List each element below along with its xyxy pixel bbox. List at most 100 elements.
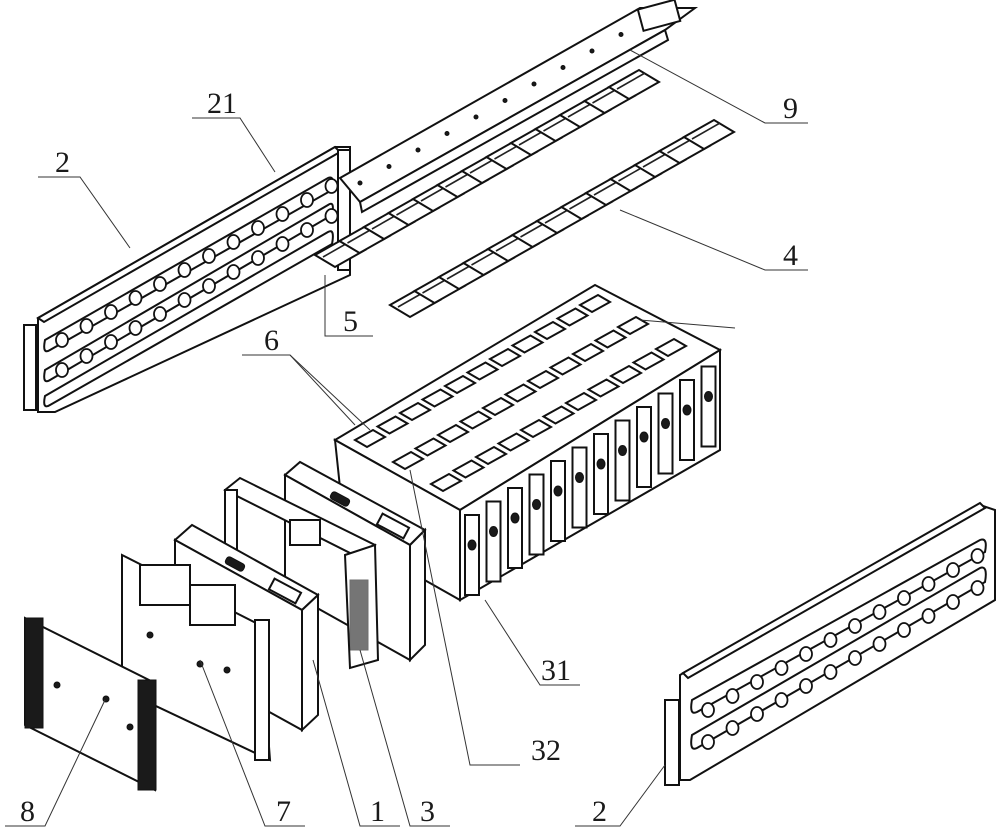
mounting-hole — [202, 278, 216, 294]
cell-top — [413, 437, 448, 457]
cell-top — [496, 432, 531, 452]
cell-top — [510, 334, 545, 354]
label-31: 31 — [541, 654, 571, 687]
mounting-hole — [177, 292, 192, 308]
frame-slat — [550, 460, 566, 542]
mounting-hole — [104, 304, 118, 320]
frame-slat — [571, 446, 588, 529]
cell-top — [615, 315, 651, 336]
mounting-hole — [55, 362, 69, 378]
slat-hole — [682, 404, 692, 416]
mounting-hole — [823, 664, 838, 680]
frame-slat — [657, 392, 674, 475]
cell-top — [631, 351, 666, 371]
board-screw — [502, 98, 508, 103]
label-32: 32 — [531, 734, 561, 767]
label-2-top: 2 — [55, 146, 70, 179]
label-9: 9 — [783, 92, 798, 125]
mounting-hole — [226, 264, 241, 280]
board-screw — [473, 114, 479, 120]
label-6: 6 — [264, 324, 279, 357]
mounting-hole — [823, 632, 838, 648]
mounting-hole — [799, 678, 813, 694]
cell-top — [577, 293, 613, 314]
slat-hole — [553, 485, 563, 497]
slat-hole — [467, 539, 477, 551]
frame-slat — [700, 365, 717, 448]
mounting-hole — [799, 646, 813, 662]
frame-slat — [636, 406, 652, 488]
cell-top — [420, 388, 455, 408]
mounting-hole — [701, 734, 715, 750]
mounting-hole — [750, 674, 764, 690]
slat-hole — [596, 458, 606, 470]
mounting-hole — [872, 604, 887, 620]
cell-top — [375, 415, 410, 435]
mounting-hole — [55, 332, 69, 348]
label-7: 7 — [276, 795, 291, 828]
mounting-hole — [970, 580, 985, 596]
slat-hole — [532, 499, 541, 510]
mounting-hole — [921, 608, 936, 624]
cell-top — [397, 401, 433, 422]
label-5: 5 — [343, 305, 358, 338]
cell-top — [465, 361, 500, 381]
cell-top — [518, 418, 554, 439]
label-21: 21 — [207, 87, 237, 120]
frame-slat — [593, 433, 609, 515]
cell-top — [458, 410, 493, 430]
slat-hole — [510, 512, 520, 524]
mounting-hole — [872, 636, 887, 652]
cell-top — [532, 320, 568, 341]
label-4: 4 — [783, 239, 798, 272]
mounting-hole — [275, 236, 290, 252]
cell-top — [390, 450, 426, 471]
top-board — [338, 0, 699, 214]
board-screw — [618, 32, 624, 37]
board-screw — [386, 164, 392, 169]
mounting-hole — [774, 692, 789, 708]
mounting-hole — [946, 594, 960, 610]
board-screw — [531, 81, 537, 87]
busbar-row-lower — [388, 118, 736, 319]
mounting-hole — [128, 320, 143, 336]
cell-top — [480, 396, 516, 417]
board-screw — [560, 65, 566, 70]
frame-slat — [485, 500, 502, 583]
frame-slat — [507, 487, 523, 569]
side-plate-left — [23, 145, 351, 413]
mounting-hole — [921, 576, 936, 592]
mounting-hole — [324, 178, 339, 194]
mounting-hole — [300, 192, 314, 208]
mounting-hole — [177, 262, 192, 278]
label-1: 1 — [370, 795, 385, 828]
frame-slat — [679, 379, 695, 461]
mounting-hole — [128, 290, 143, 306]
mounting-hole — [848, 650, 862, 666]
slat-hole — [661, 418, 670, 429]
slat-hole — [575, 472, 584, 483]
frame-slat — [464, 514, 480, 596]
mounting-hole — [774, 660, 789, 676]
mounting-hole — [79, 318, 94, 334]
busbar-row-upper — [313, 68, 661, 269]
cell-top — [503, 383, 538, 403]
mounting-hole — [897, 622, 911, 638]
mounting-hole — [750, 706, 764, 722]
cell-top — [451, 459, 486, 479]
busbar — [682, 118, 736, 151]
leader-lines — [5, 49, 808, 827]
mounting-hole — [251, 250, 265, 266]
mounting-hole — [897, 590, 911, 606]
frame-slat — [528, 473, 545, 556]
cell-top — [653, 337, 689, 358]
frame-slat — [614, 419, 631, 502]
side-plate-right — [664, 501, 996, 786]
mounting-hole — [701, 702, 715, 718]
cell-top — [352, 428, 388, 449]
cell-top — [442, 374, 478, 395]
slat-hole — [704, 391, 713, 402]
cell-top — [555, 307, 590, 327]
